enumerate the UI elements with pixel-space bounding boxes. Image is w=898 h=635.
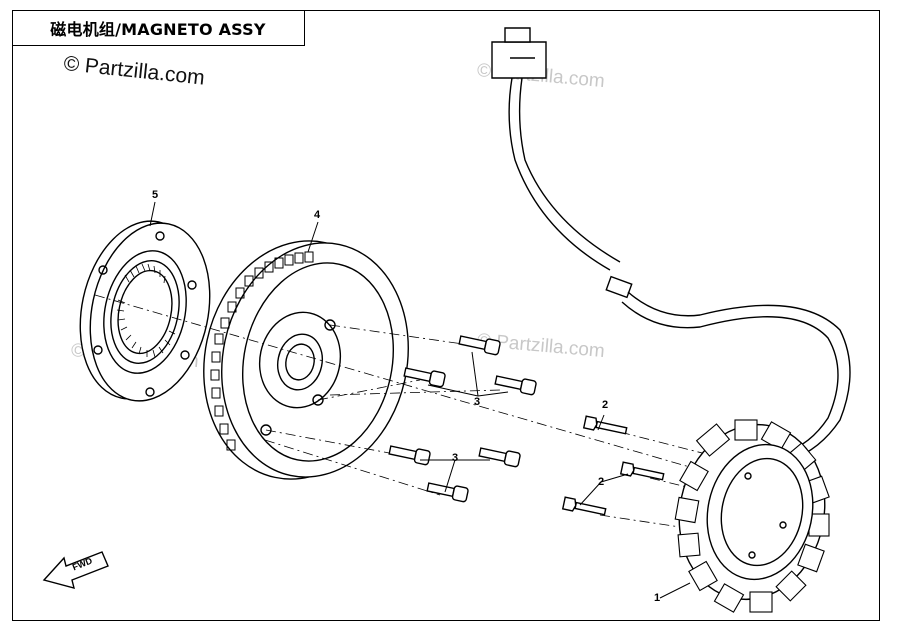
callout-2: 2 (602, 399, 609, 411)
diagram-title: 磁电机组/MAGNETO ASSY (12, 10, 305, 46)
starter-clutch-part (79, 220, 211, 402)
callout-1: 1 (654, 592, 661, 604)
stator-part (491, 27, 851, 613)
stator-bolts (561, 415, 665, 516)
fwd-arrow-icon (42, 551, 109, 589)
flywheel-part (203, 240, 409, 480)
callout-4: 4 (314, 209, 321, 221)
callout-3: 3 (452, 452, 459, 464)
callout-5: 5 (152, 189, 159, 201)
callout-3: 3 (474, 396, 481, 408)
flywheel-bolts (388, 335, 537, 503)
callout-2: 2 (598, 476, 605, 488)
drawing-frame (12, 10, 880, 621)
